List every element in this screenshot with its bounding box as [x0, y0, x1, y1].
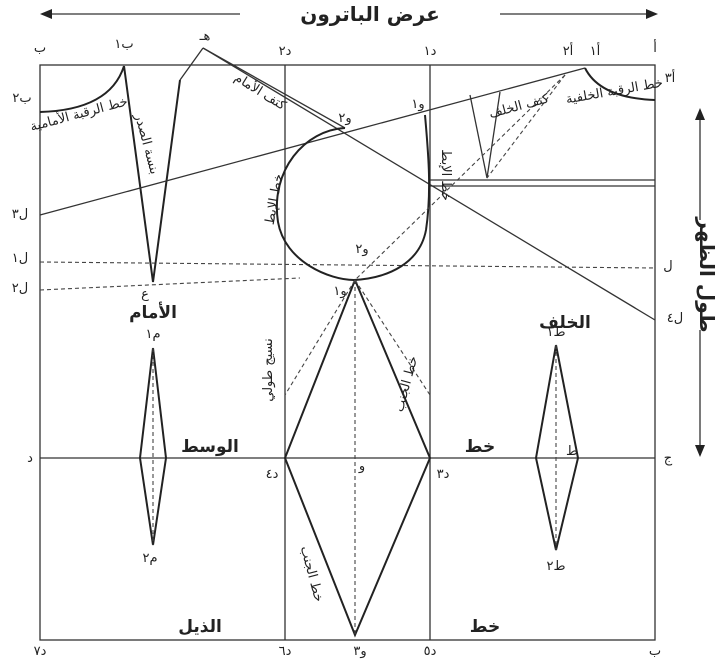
point-w1-lower: و١ — [333, 284, 346, 299]
pattern-frame — [39, 64, 656, 641]
side-seam-upper-label: خط الجنب — [392, 355, 421, 414]
width-dimension-arrow: عرض الباترون — [40, 2, 658, 26]
point-w: و — [358, 459, 365, 474]
hem-back-label: خط — [470, 617, 500, 637]
point-w2: و٢ — [355, 242, 368, 257]
armhole-curve — [275, 114, 431, 282]
point-m2: م٢ — [142, 551, 157, 566]
hem-front-label: الذيل — [178, 617, 222, 637]
point-l: ل — [663, 259, 672, 274]
point-d1: د١ — [424, 44, 437, 59]
chest-dashed-line-2 — [39, 277, 301, 291]
bust-dart — [123, 65, 181, 283]
waist-front-label: الوسط — [181, 437, 239, 457]
point-d2: د٢ — [279, 44, 292, 59]
back-shoulder-label: كتف الخلف — [487, 91, 551, 122]
point-dal: د — [27, 451, 33, 466]
front-section-label: الأمام — [129, 302, 177, 323]
point-t1: ط١ — [546, 325, 565, 340]
point-j: ج — [664, 451, 673, 466]
side-seam-diamond — [283, 279, 432, 638]
front-shoulder-seam — [202, 47, 346, 129]
point-t: ط — [566, 444, 578, 459]
width-label: عرض الباترون — [300, 2, 439, 26]
point-a3: أ٣ — [665, 69, 676, 86]
waist-back-label: خط — [465, 437, 495, 457]
point-a2: أ٢ — [563, 42, 574, 59]
front-neck-label: خط الرقبة الأمامية — [28, 92, 129, 134]
point-b1: ب١ — [114, 37, 133, 52]
back-shoulder-line — [39, 67, 586, 216]
shoulder-point-line — [179, 47, 204, 81]
vertical-grain-label: نسيج طولي — [261, 338, 276, 402]
point-t2: ط٢ — [546, 559, 565, 574]
point-b2: ب٢ — [12, 91, 31, 106]
point-d3: د٣ — [437, 467, 450, 482]
point-d7: د٧ — [34, 644, 47, 659]
point-d4: د٤ — [266, 467, 279, 482]
front-neck-curve — [39, 65, 125, 113]
point-m1: م١ — [145, 327, 160, 342]
point-w3: و٣ — [353, 644, 366, 659]
point-l1: ل١ — [12, 251, 28, 266]
back-dashed-line-2 — [486, 74, 566, 179]
point-d6: د٦ — [279, 644, 292, 659]
point-l4: ل٤ — [667, 311, 683, 326]
point-e: ع — [141, 287, 149, 302]
back-section-label: الخلف — [539, 313, 591, 333]
point-d5: د٥ — [424, 644, 437, 659]
side-seam-dash-right — [354, 279, 431, 396]
point-b: ب — [34, 41, 46, 56]
armhole-label: خط الإبط — [263, 173, 287, 226]
back-neck-label: خط الرقبة الخلفية — [565, 76, 664, 108]
point-a: أ — [653, 39, 657, 56]
length-label: طول الظهر — [695, 216, 715, 332]
point-b-bottom: ب — [649, 644, 661, 659]
side-seam-dash-left — [284, 279, 356, 396]
point-h: هـ — [199, 29, 211, 44]
back-armhole-label: خط الإبط — [438, 149, 453, 201]
point-w1: و١ — [411, 97, 424, 112]
side-seam-label: خط الجنب — [297, 545, 326, 604]
point-w2-top: و٢ — [338, 111, 351, 126]
bust-dart-label: بنسة الصدر — [131, 111, 162, 176]
point-a1: أ١ — [590, 42, 601, 59]
back-neck-curve — [584, 67, 656, 101]
point-l3: ل٣ — [12, 207, 28, 222]
chest-dashed-line-1 — [39, 261, 656, 269]
point-l2: ل٢ — [12, 281, 28, 296]
length-dimension-arrow: طول الظهر — [695, 108, 715, 457]
